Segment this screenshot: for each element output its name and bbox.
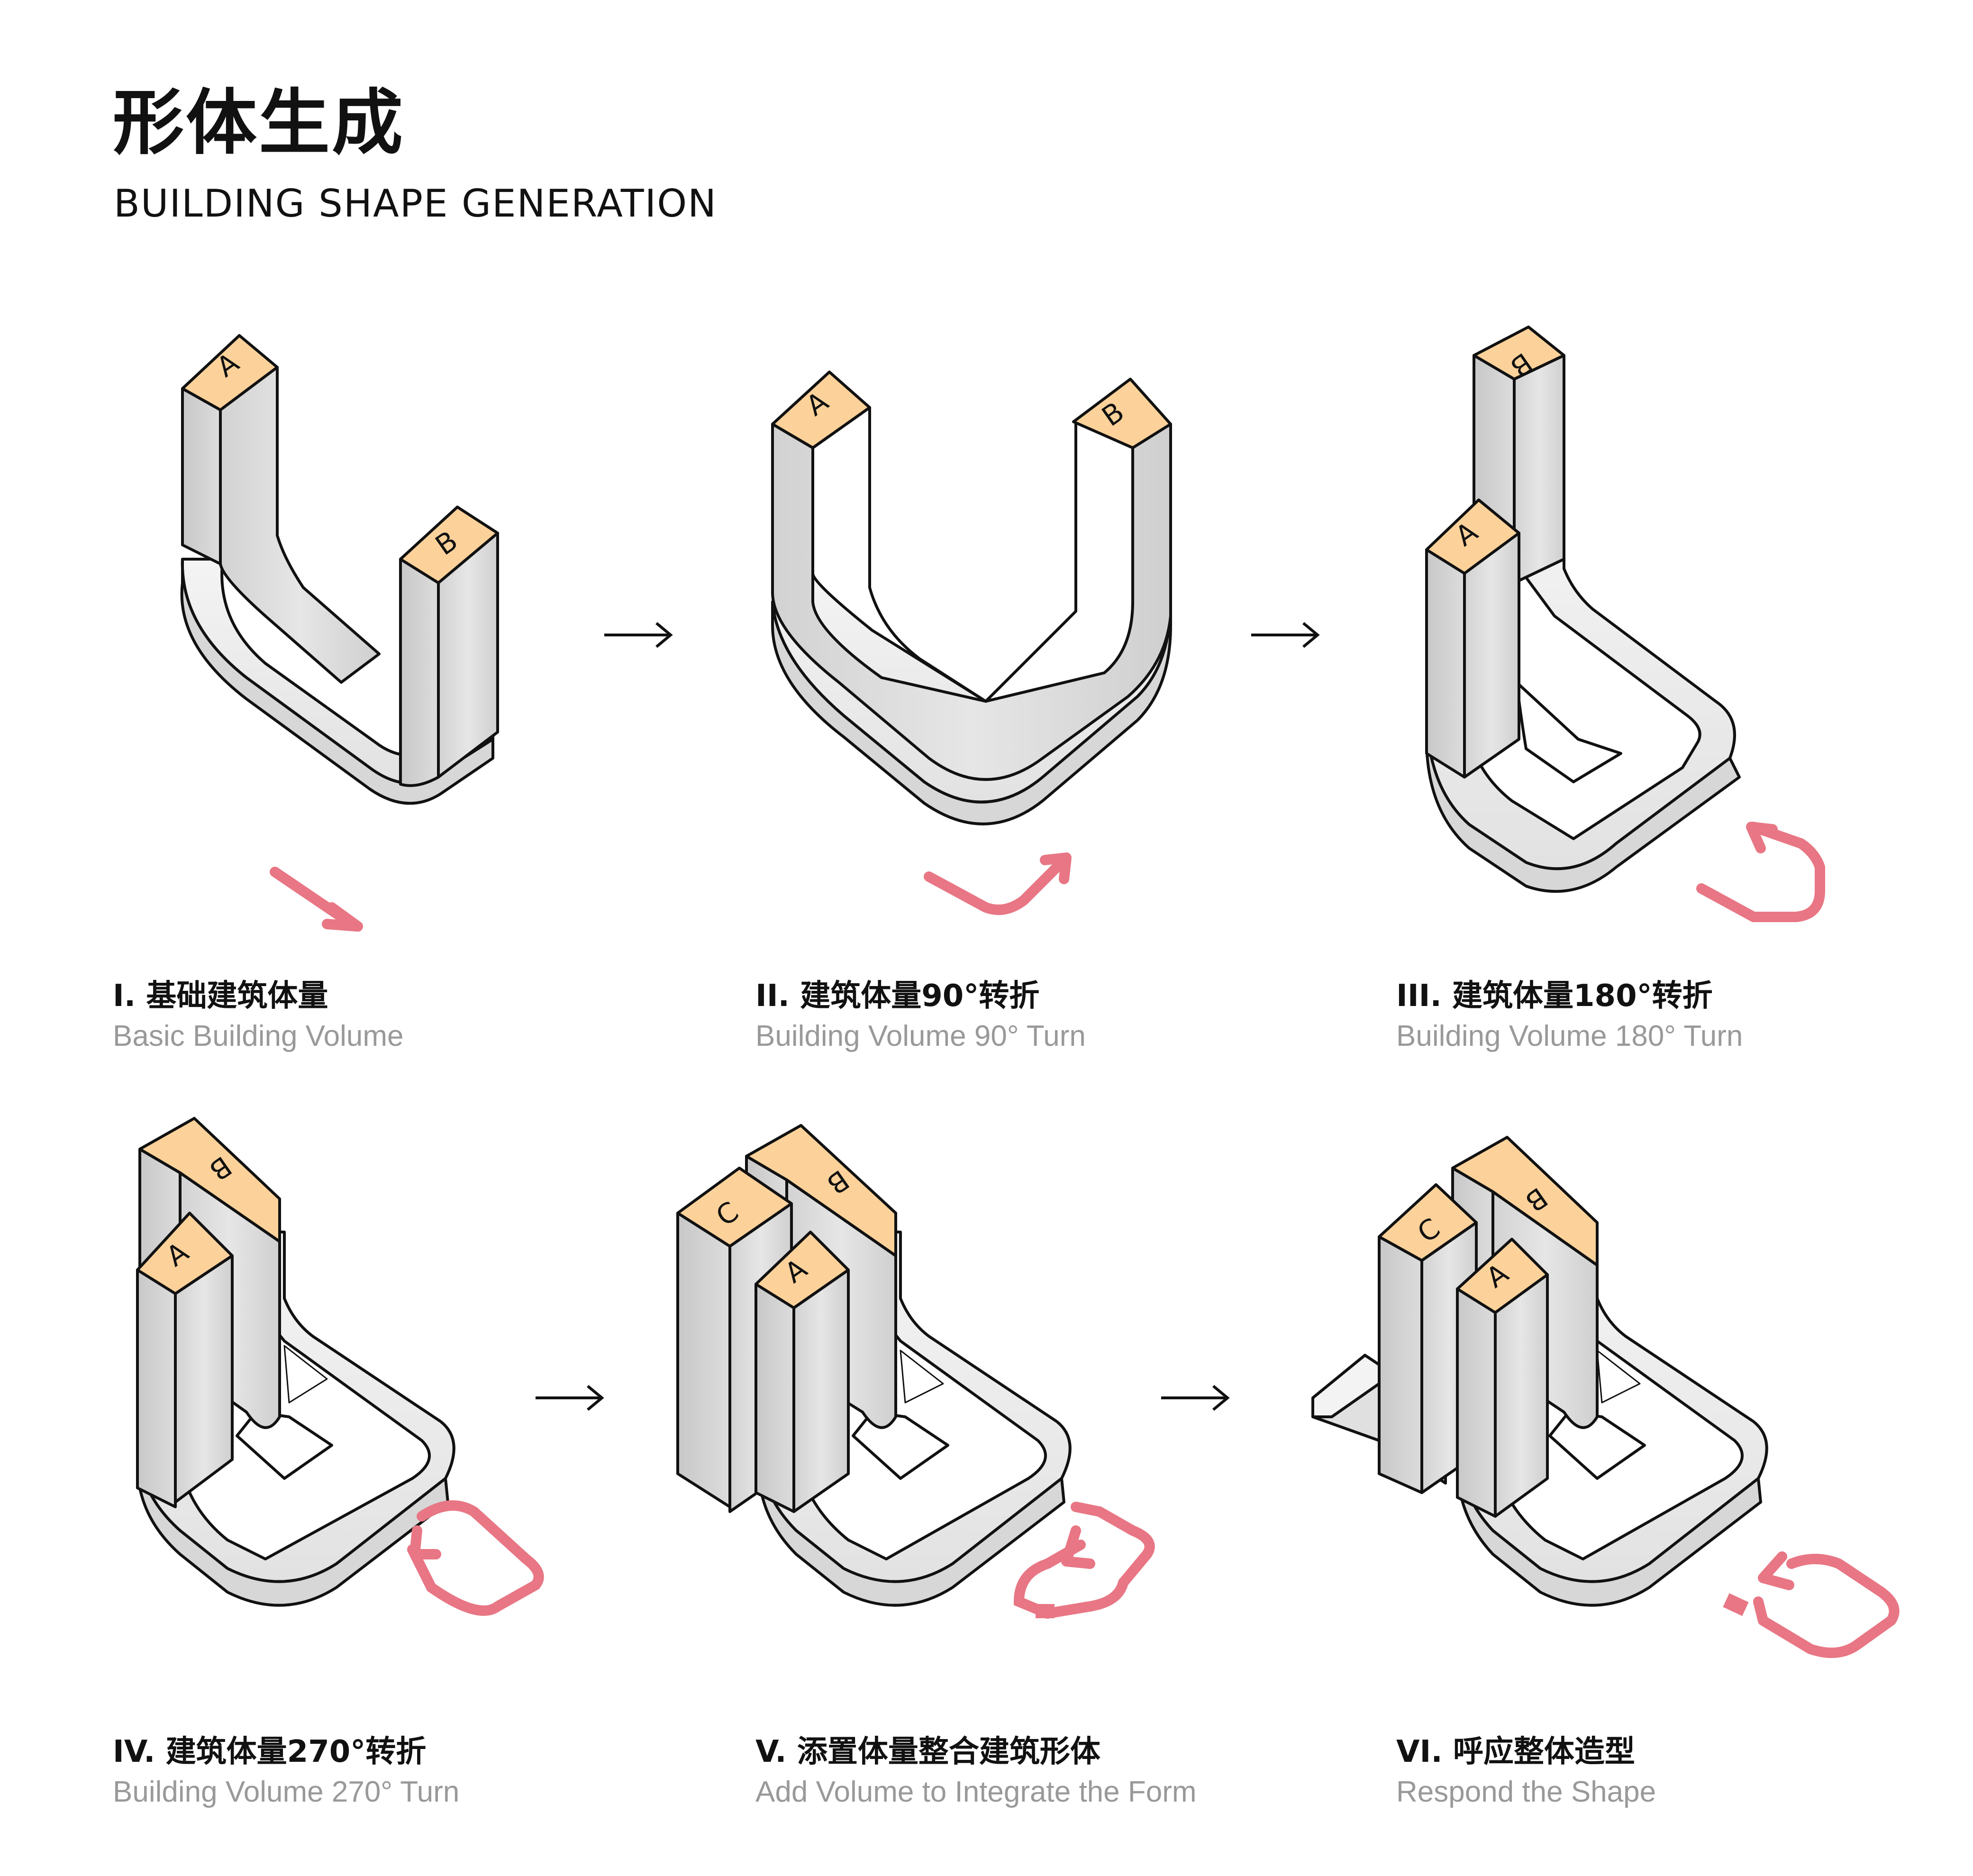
step-6-title: VI. 呼应整体造型 xyxy=(1396,1734,1635,1769)
turn-arrowhead-icon xyxy=(1061,1525,1095,1569)
step-4-caption: IV. 建筑体量270°转折 Building Volume 270° Turn xyxy=(113,1737,459,1807)
turn-arrow-icon xyxy=(1042,1502,1155,1619)
step-6-caption: VI. 呼应整体造型 Respond the Shape xyxy=(1396,1737,1656,1807)
step-2-massing xyxy=(771,371,1172,825)
step-6-subtitle: Respond the Shape xyxy=(1396,1776,1656,1808)
step-1-caption: I. 基础建筑体量 Basic Building Volume xyxy=(113,981,403,1051)
step-5-caption: V. 添置体量整合建筑形体 Add Volume to Integrate th… xyxy=(755,1737,1197,1807)
turn-arrow-path xyxy=(1753,1596,1768,1626)
turn-arrowhead-icon xyxy=(409,1525,441,1559)
step-2-title: II. 建筑体量90°转折 xyxy=(755,979,1040,1014)
step-2-caption: II. 建筑体量90°转折 Building Volume 90° Turn xyxy=(755,981,1086,1051)
right-arrow-icon xyxy=(1161,1385,1230,1411)
step-2-subtitle: Building Volume 90° Turn xyxy=(755,1020,1086,1052)
step-5-massing xyxy=(676,1124,1072,1607)
right-arrow-icon xyxy=(604,622,673,648)
turn-arrow-dash-icon xyxy=(1036,1604,1055,1618)
right-arrow-icon xyxy=(536,1385,604,1411)
turn-arrow-icon xyxy=(924,857,1067,915)
step-5-subtitle: Add Volume to Integrate the Form xyxy=(755,1776,1197,1808)
turn-arrowhead-icon xyxy=(1040,852,1072,884)
page-title: 形体生成 xyxy=(113,82,405,164)
step-3-caption: III. 建筑体量180°转折 Building Volume 180° Tur… xyxy=(1396,981,1743,1051)
right-arrow-icon xyxy=(1251,622,1320,648)
turn-arrow-dash-icon xyxy=(1723,1593,1749,1616)
step-4-title: IV. 建筑体量270°转折 xyxy=(113,1734,427,1769)
step-3-massing xyxy=(1425,326,1741,893)
turn-arrow-icon xyxy=(1758,1554,1900,1658)
step-3-title: III. 建筑体量180°转折 xyxy=(1396,979,1713,1014)
step-3-subtitle: Building Volume 180° Turn xyxy=(1396,1020,1743,1052)
step-1-massing xyxy=(180,334,499,805)
step-1-title: I. 基础建筑体量 xyxy=(113,979,328,1014)
turn-arrowhead-icon xyxy=(1758,1551,1794,1590)
step-5-title: V. 添置体量整合建筑形体 xyxy=(755,1734,1100,1769)
turn-arrow-icon xyxy=(407,1500,544,1616)
turn-arrowhead-icon xyxy=(1746,822,1778,853)
step-6-massing xyxy=(1311,1136,1768,1607)
turn-arrow-icon xyxy=(1696,822,1825,922)
step-4-massing xyxy=(136,1117,455,1607)
step-4-subtitle: Building Volume 270° Turn xyxy=(113,1776,460,1808)
step-1-subtitle: Basic Building Volume xyxy=(113,1020,404,1052)
page-subtitle: BUILDING SHAPE GENERATION xyxy=(114,181,718,226)
turn-arrow-path xyxy=(1013,1540,1086,1619)
turn-arrowhead-icon xyxy=(322,902,363,932)
